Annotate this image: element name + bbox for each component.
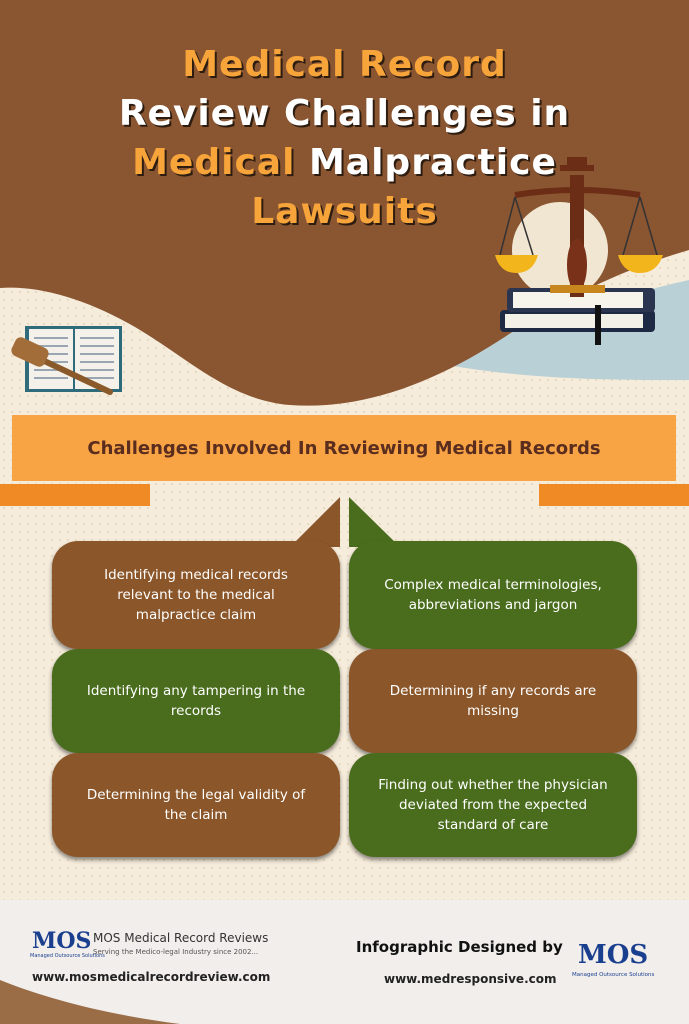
brand-name: MOS Medical Record Reviews bbox=[93, 931, 269, 945]
left-website-link[interactable]: www.mosmedicalrecordreview.com bbox=[32, 970, 271, 984]
challenge-card: Identifying medical records relevant to … bbox=[52, 541, 340, 649]
challenge-card: Identifying any tampering in the records bbox=[52, 649, 340, 753]
challenge-card: Complex medical terminologies, abbreviat… bbox=[349, 541, 637, 649]
mos-logo-right-subtitle: Managed Outsource Solutions bbox=[572, 972, 655, 978]
title-line-2: Review Challenges in bbox=[118, 93, 571, 134]
challenge-card: Finding out whether the physician deviat… bbox=[349, 753, 637, 857]
scales-of-justice-icon bbox=[495, 157, 663, 345]
title-line-3: Medical Malpractice bbox=[0, 138, 689, 187]
challenge-text: Identifying medical records relevant to … bbox=[104, 567, 288, 623]
footer-brown-wave bbox=[0, 980, 180, 1024]
challenge-text: Identifying any tampering in the records bbox=[86, 683, 306, 719]
mos-logo-right: MOS bbox=[578, 940, 648, 970]
bubble-tails bbox=[290, 497, 400, 547]
challenge-text: Determining the legal validity of the cl… bbox=[86, 787, 306, 823]
brand-tagline: Serving the Medico-legal Industry since … bbox=[93, 948, 259, 956]
title-line-1: Medical Record bbox=[182, 44, 507, 85]
challenge-text: Finding out whether the physician deviat… bbox=[378, 777, 608, 833]
mos-logo-right-text: MOS bbox=[578, 940, 649, 970]
challenge-card: Determining if any records are missing bbox=[349, 649, 637, 753]
ribbon-tail-right bbox=[539, 484, 689, 506]
designed-by-label: Infographic Designed by bbox=[356, 938, 563, 956]
title-line-3a: Medical bbox=[132, 142, 296, 183]
section-heading: Challenges Involved In Reviewing Medical… bbox=[87, 437, 601, 459]
infographic-title: Medical Record Review Challenges in Medi… bbox=[0, 40, 689, 236]
section-heading-ribbon: Challenges Involved In Reviewing Medical… bbox=[12, 415, 676, 481]
ribbon-tail-left bbox=[0, 484, 150, 506]
footer: MOS Managed Outsource Solutions MOS Medi… bbox=[0, 900, 689, 1024]
challenge-card: Determining the legal validity of the cl… bbox=[52, 753, 340, 857]
challenge-text: Complex medical terminologies, abbreviat… bbox=[384, 577, 602, 613]
right-website-link[interactable]: www.medresponsive.com bbox=[384, 972, 557, 986]
mos-logo-left-text: MOS bbox=[32, 928, 92, 954]
book-and-gavel-icon bbox=[11, 326, 122, 395]
title-line-3b: Malpractice bbox=[295, 142, 557, 183]
mos-logo-left-subtitle: Managed Outsource Solutions bbox=[30, 953, 105, 959]
challenge-text: Determining if any records are missing bbox=[389, 683, 597, 719]
title-line-4: Lawsuits bbox=[251, 191, 438, 232]
mos-logo-left: MOS bbox=[32, 928, 91, 954]
